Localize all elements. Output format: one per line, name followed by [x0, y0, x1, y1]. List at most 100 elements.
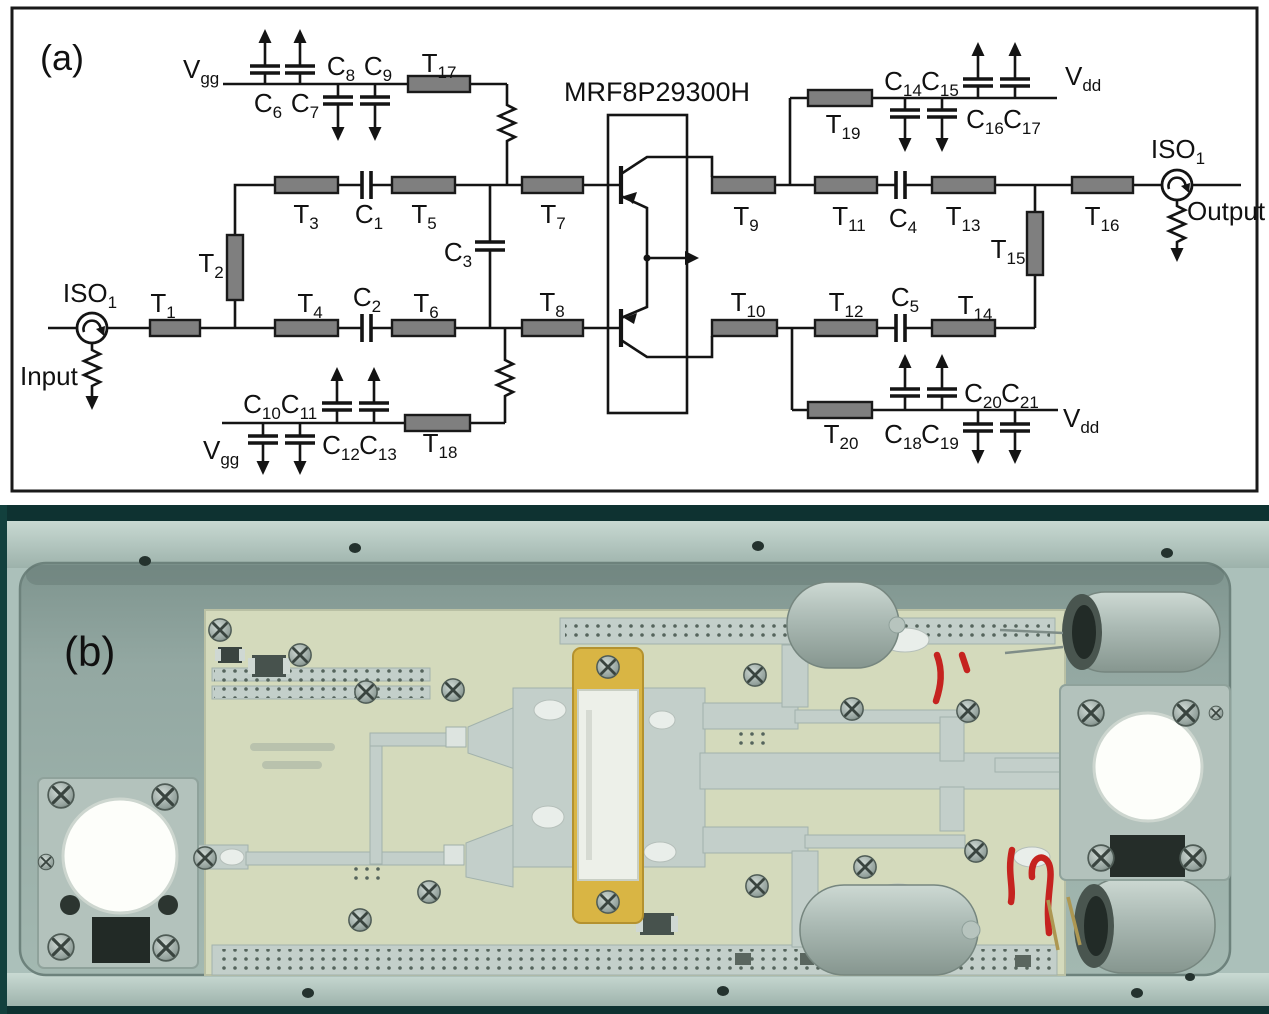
label-ISO-input: ISO1 [63, 278, 117, 312]
bias-resistors [80, 103, 1189, 398]
input-label: Input [20, 361, 79, 391]
capacitor-cylinder [1074, 877, 1216, 974]
screw-icon [353, 679, 379, 705]
label-T11: T11 [832, 201, 866, 235]
label-T7: T7 [540, 199, 565, 233]
label-C3: C3 [444, 237, 472, 271]
input-isolator-icon [75, 311, 109, 345]
transistor-symbol [606, 113, 714, 415]
capacitor-cylinder [1062, 591, 1221, 673]
tline-T16 [1070, 175, 1135, 195]
cavity-shadow [26, 565, 1224, 585]
transistor-package [572, 647, 644, 924]
arrowheads [85, 29, 1184, 475]
label-T5: T5 [411, 199, 436, 233]
screw-icon [955, 698, 981, 724]
label-C15: C15 [921, 66, 959, 100]
label-T2: T2 [198, 248, 223, 282]
label-Vgg-top: Vgg [183, 54, 219, 88]
smd-component [248, 655, 290, 677]
output-connector-assembly [1059, 684, 1231, 881]
capacitor-plates [248, 64, 1030, 445]
label-C8: C8 [327, 51, 355, 85]
red-wire-loop [1006, 846, 1016, 906]
connector-body [1110, 835, 1185, 877]
label-T9: T9 [733, 201, 758, 235]
output-isolator-icon [1160, 168, 1194, 202]
screw-icon [150, 782, 180, 812]
photo-edge-bottom [0, 1006, 1269, 1014]
screw-icon [963, 838, 989, 864]
pcb-silkscreen-marks [250, 743, 335, 769]
resistor-top [495, 103, 519, 143]
output-connector-face [1092, 711, 1204, 823]
transmission-lines [148, 74, 1135, 433]
input-connector-assembly [37, 777, 199, 969]
screw-icon [1208, 705, 1224, 721]
cap-C5 [894, 314, 907, 342]
screw-icon [347, 907, 373, 933]
red-wire-top [932, 651, 944, 705]
resistor-input-termination [80, 348, 104, 388]
connector-body [92, 917, 150, 963]
label-C9: C9 [364, 51, 392, 85]
label-T20: T20 [824, 419, 859, 453]
label-T3: T3 [293, 199, 318, 233]
tline-T3 [273, 175, 340, 195]
screw-icon [416, 879, 442, 905]
tline-T20 [806, 400, 874, 420]
screw-icon [151, 933, 181, 963]
label-C2: C2 [353, 282, 381, 316]
screw-icon [207, 617, 233, 643]
screw-icon [1178, 843, 1208, 873]
cap-C1 [360, 171, 373, 199]
label-T18: T18 [423, 428, 458, 462]
label-C17: C17 [1003, 104, 1041, 138]
feedthrough-capacitors [786, 581, 1221, 976]
label-T14: T14 [958, 290, 993, 324]
label-C10: C10 [243, 389, 281, 423]
tline-T19 [806, 88, 874, 108]
label-Vdd-top: Vdd [1065, 61, 1101, 95]
tline-T15 [1025, 210, 1045, 277]
hookup-wires [932, 651, 1082, 951]
cap-C4 [894, 171, 907, 199]
label-T4: T4 [297, 288, 322, 322]
photo-edge-top [0, 505, 1269, 521]
tline-T13 [930, 175, 997, 195]
amplifier-photo-panel: (b) [0, 505, 1269, 1014]
label-T16: T16 [1085, 201, 1120, 235]
tline-T17 [406, 74, 472, 94]
panel-b-label: (b) [64, 628, 115, 675]
label-T8: T8 [539, 287, 564, 321]
label-C19: C19 [921, 419, 959, 453]
resistor-bottom [493, 358, 517, 398]
smd-chip [735, 953, 751, 965]
screw-icon [287, 642, 313, 668]
cap-C2 [360, 314, 373, 342]
label-C1: C1 [355, 199, 383, 233]
chip-capacitor-C1 [445, 726, 467, 748]
schematic-labels: (a) MRF8P29300H Input Output T1 T2 T3 T4… [20, 37, 1266, 469]
label-T19: T19 [826, 109, 861, 143]
label-T12: T12 [829, 287, 864, 321]
label-T1: T1 [150, 288, 175, 322]
label-C16: C16 [966, 104, 1004, 138]
transistor-marking [586, 710, 592, 860]
label-C18: C18 [884, 419, 922, 453]
tline-T9 [710, 175, 777, 195]
label-C11: C11 [281, 389, 317, 423]
screw-icon [595, 654, 621, 680]
screw-icon [839, 696, 865, 722]
input-connector-face [61, 797, 179, 915]
photo-edge-left [0, 505, 7, 1014]
isolators [75, 168, 1194, 345]
label-ISO-output: ISO1 [1151, 134, 1205, 168]
tline-T10 [710, 318, 779, 338]
tline-T12 [813, 318, 879, 338]
screw-icon [37, 853, 55, 871]
smd-component [636, 913, 678, 935]
screw-icon [1086, 843, 1116, 873]
red-wire-small [958, 651, 971, 674]
screw-icon [1171, 698, 1201, 728]
